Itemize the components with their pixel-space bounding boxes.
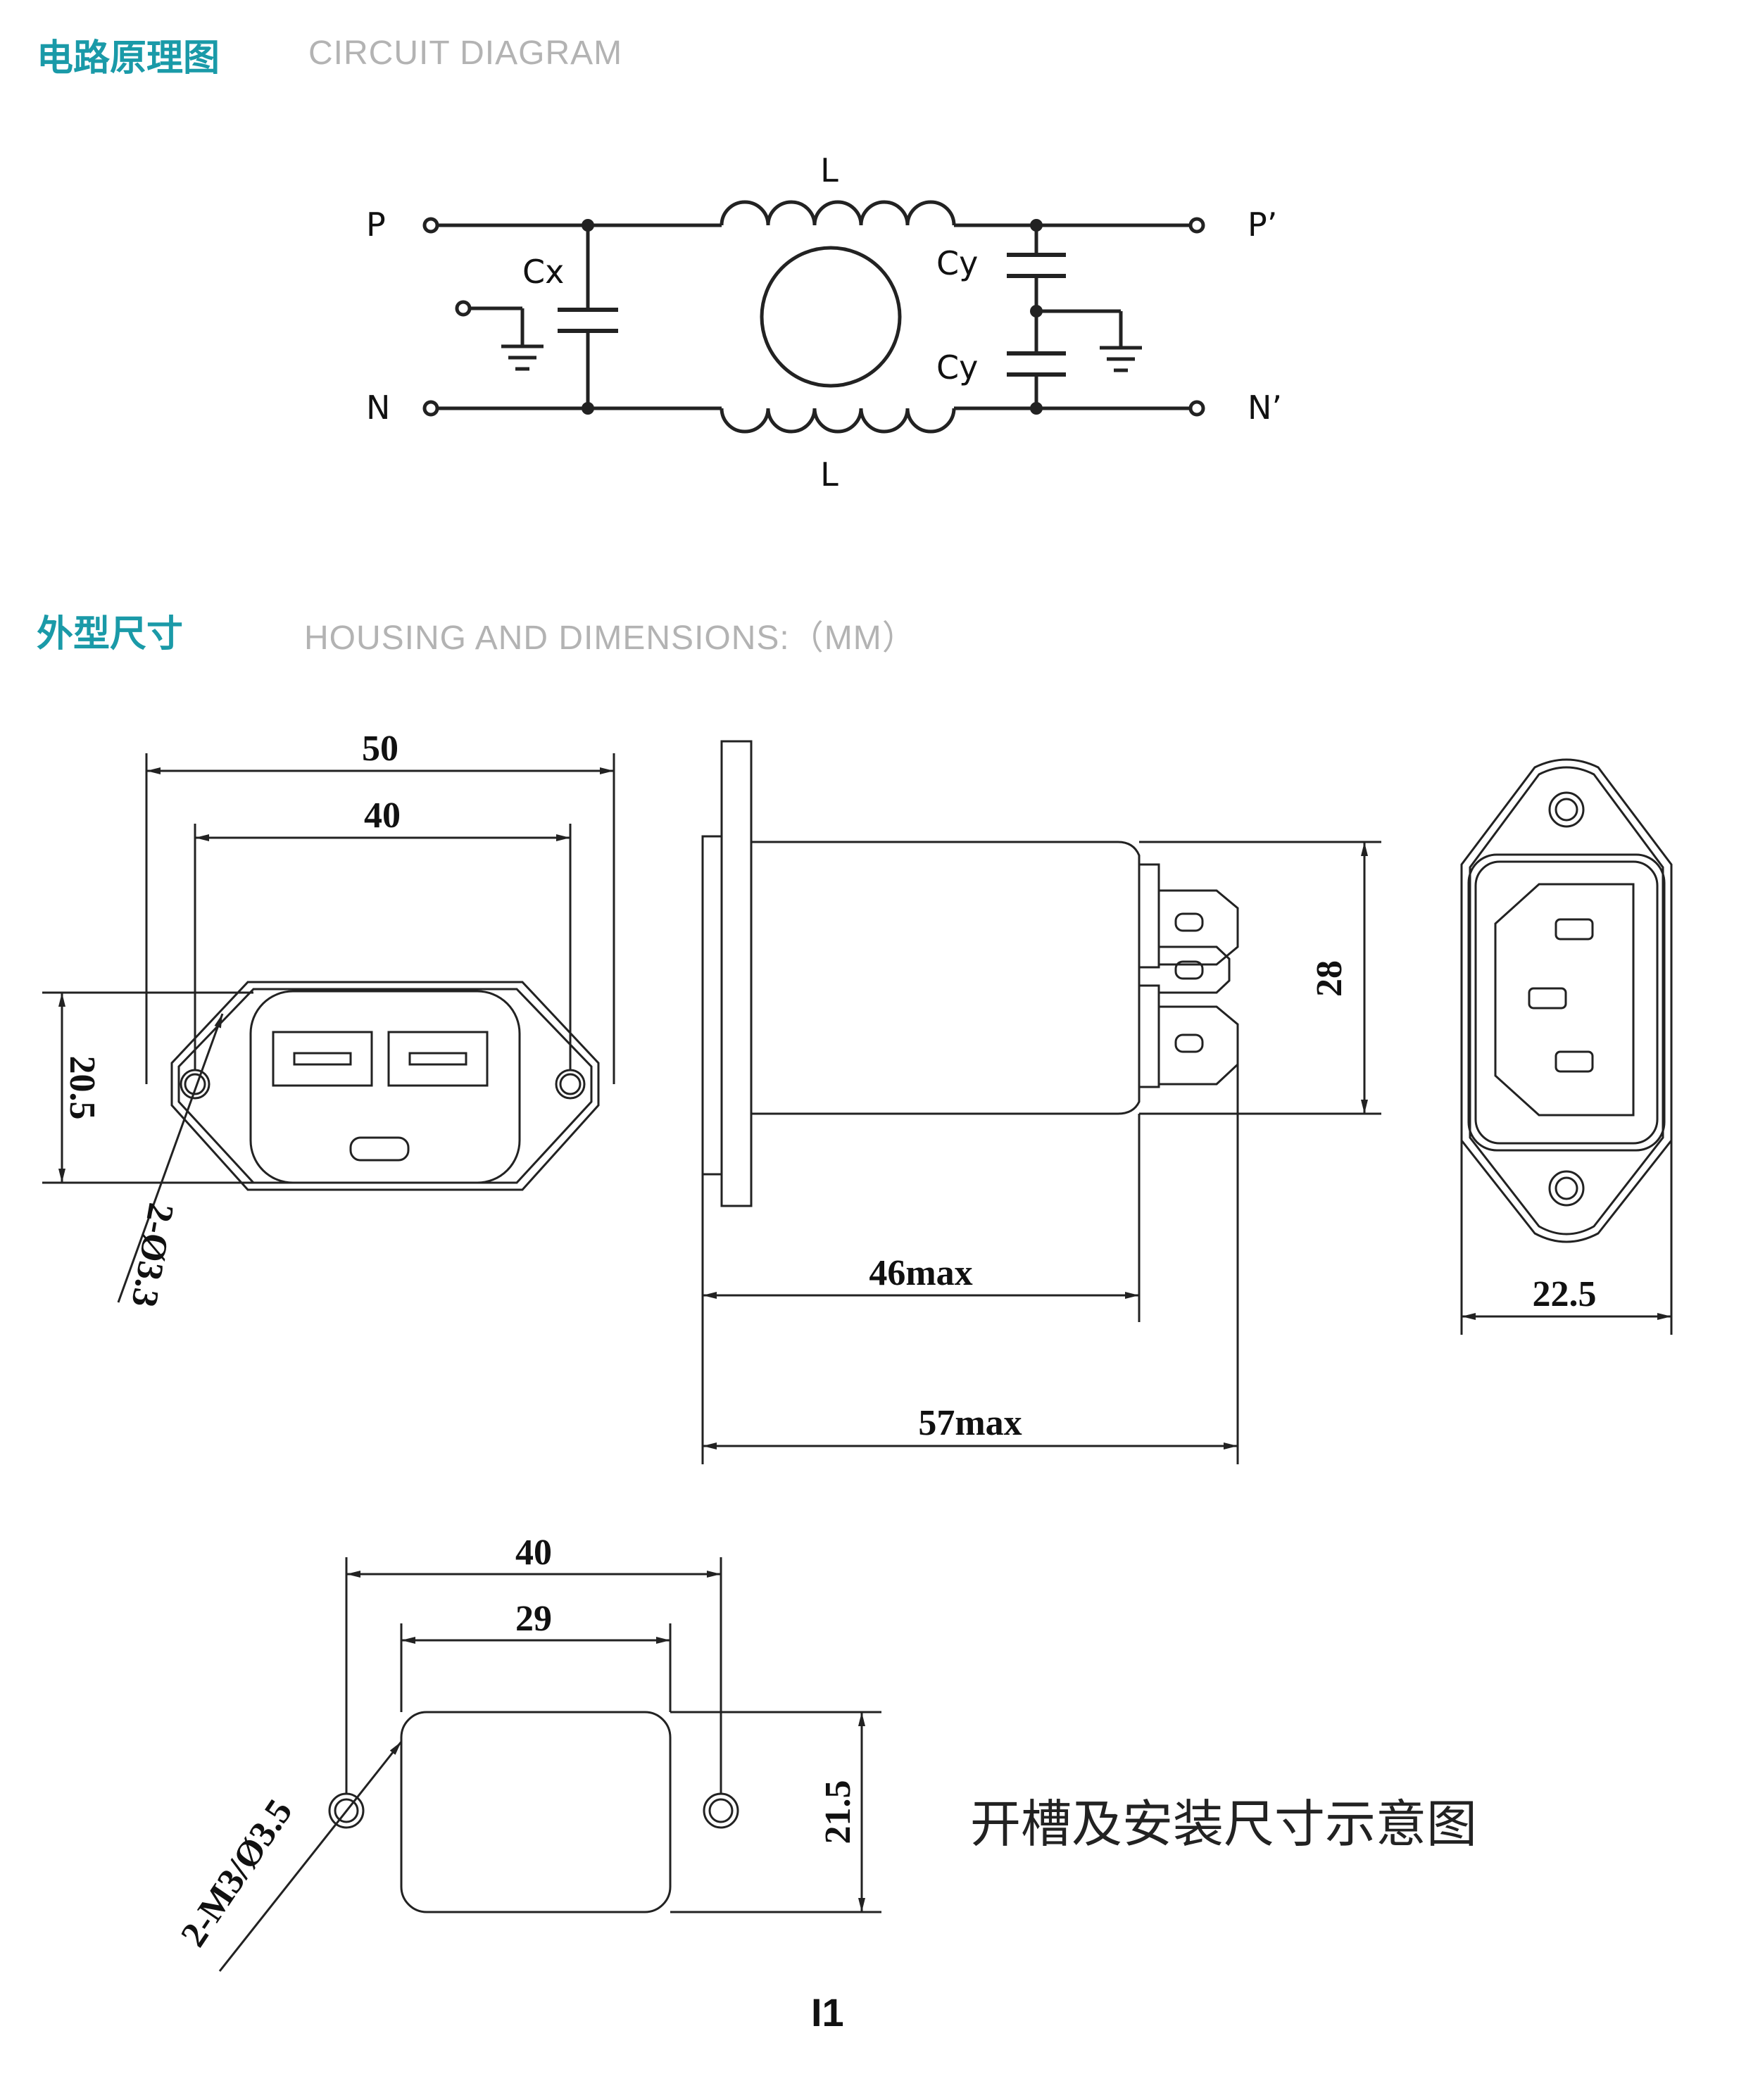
panel-dims: 40 29 21.5 2-M3/Ø3.5: [173, 1533, 858, 1954]
rear-hole-top: [1548, 791, 1585, 828]
front-dims: 50 40 20.5 2-Ø3.3: [62, 729, 401, 1310]
terminal-n-out: [1188, 400, 1205, 417]
page-number: I1: [811, 1990, 844, 2035]
side-dim-total: 57max: [918, 1403, 1022, 1443]
housing-title-en: HOUSING AND DIMENSIONS:（MM）: [304, 620, 917, 657]
panel-hole-note: 2-M3/Ø3.5: [173, 1792, 301, 1954]
panel-cutout-view: [218, 1557, 881, 1972]
front-slot-right: [387, 1031, 489, 1087]
rear-hole-bottom: [1548, 1170, 1585, 1207]
side-body: [751, 841, 1141, 1115]
label-p-out: P’: [1248, 206, 1277, 244]
terminal-p-out: [1188, 217, 1205, 234]
label-l-top: L: [820, 151, 839, 189]
panel-dim-total: 40: [515, 1533, 552, 1573]
front-socket: [249, 990, 521, 1184]
side-flange: [720, 740, 753, 1207]
panel-caption: 开槽及安装尺寸示意图: [970, 1794, 1478, 1854]
circuit-labels: P N P’ N’ L L Cx Cy Cy: [366, 151, 1282, 493]
front-view: [42, 753, 615, 1303]
terminal-ground-in: [455, 300, 472, 317]
side-terminal-top: [1138, 863, 1160, 969]
front-dim-height: 20.5: [62, 1056, 102, 1120]
front-slot-earth: [349, 1136, 410, 1162]
side-view: [701, 740, 1381, 1464]
label-p: P: [366, 206, 386, 244]
front-flange: [170, 981, 600, 1191]
rear-dims: 22.5: [1533, 1274, 1597, 1314]
front-hole-note: 2-Ø3.3: [123, 1200, 181, 1310]
label-n-out: N’: [1248, 389, 1282, 427]
front-dim-holes: 40: [364, 796, 401, 836]
label-cx: Cx: [522, 253, 564, 291]
rear-flange: [1460, 758, 1673, 1243]
side-dims: 28 46max 57max: [869, 960, 1350, 1443]
label-cy-bottom: Cy: [936, 348, 978, 386]
terminal-n: [422, 400, 439, 417]
circuit-title-en: CIRCUIT DIAGRAM: [308, 34, 623, 72]
inductor-top: [720, 200, 956, 226]
terminal-p: [422, 217, 439, 234]
side-dim-body: 46max: [869, 1253, 972, 1293]
rear-dim-width: 22.5: [1533, 1274, 1597, 1314]
label-l-bottom: L: [820, 455, 839, 493]
rear-view: [1460, 758, 1673, 1335]
circuit-diagram: [422, 200, 1205, 434]
front-slot-left: [272, 1031, 373, 1087]
inductor-core: [760, 246, 902, 388]
rear-socket: [1467, 853, 1666, 1152]
rear-inlet: [1494, 883, 1635, 1117]
label-n: N: [366, 389, 390, 427]
housing-title-cn: 外型尺寸: [37, 613, 184, 655]
panel-cutout: [400, 1711, 672, 1913]
panel-dim-height: 21.5: [818, 1780, 858, 1844]
circuit-title-cn: 电路原理图: [37, 37, 220, 80]
label-cy-top: Cy: [936, 244, 978, 282]
inductor-bottom: [720, 408, 956, 434]
panel-dim-cutout: 29: [515, 1599, 552, 1639]
front-dim-total: 50: [362, 729, 398, 769]
side-dim-height: 28: [1310, 960, 1350, 997]
